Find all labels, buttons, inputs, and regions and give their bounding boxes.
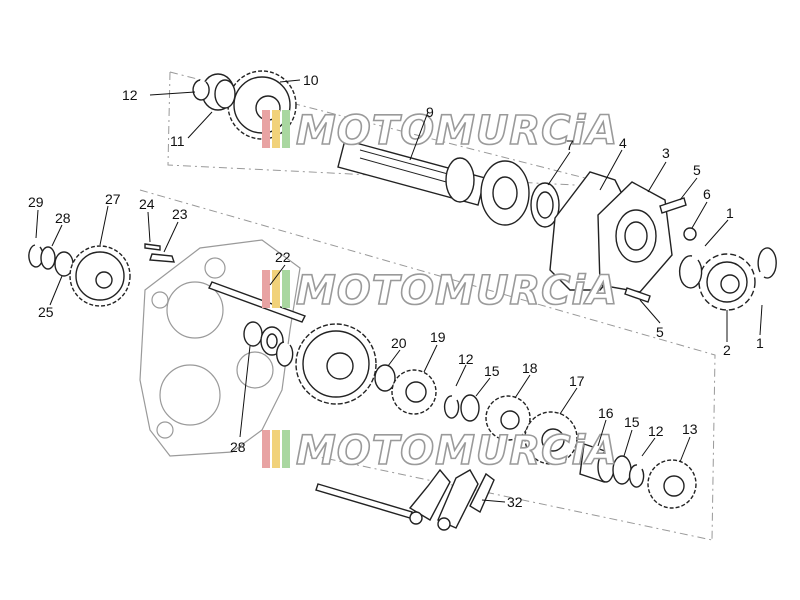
washer-15-mid [460,394,480,422]
bearing-11 [201,73,236,111]
washer-28-left [40,246,56,270]
callout-9: 9 [426,104,434,120]
callout-5-lower: 5 [656,324,664,340]
callout-11: 11 [170,133,185,149]
oil-seal-7 [530,182,560,228]
circlip-12-mid [443,395,460,419]
watermark-stripe-yellow [272,270,280,308]
pin-24 [144,243,161,251]
leader-lines [35,79,763,503]
watermark-mid: MOTOMURCiA [262,267,618,315]
watermark-top: MOTOMURCiA [262,107,618,155]
callout-2: 2 [723,342,731,358]
callout-4: 4 [619,135,627,151]
callout-5-upper: 5 [693,162,701,178]
callout-28-left: 28 [55,210,71,226]
callout-29: 29 [28,194,44,210]
gear-19 [391,369,437,415]
callout-7: 7 [566,137,574,153]
bushing-16 [579,443,615,483]
circlip-1-left [678,255,703,289]
callout-19: 19 [430,329,446,345]
circlip-mid [275,341,294,367]
callout-10: 10 [303,72,319,88]
watermark-stripe-red [262,110,270,148]
watermark-bottom: MOTOMURCiA [262,427,618,475]
watermark-text-mid: MOTOMURCiA [296,268,618,314]
needle-bearing-20 [374,364,396,392]
callout-15-mid: 15 [484,363,500,379]
callout-12-right: 12 [648,423,664,439]
watermark-stripe-green [282,430,290,468]
callout-18: 18 [522,360,538,376]
callout-12-mid: 12 [458,351,474,367]
gear-17 [524,411,578,465]
callout-32: 32 [507,494,523,510]
callout-28-lower: 28 [230,439,246,455]
callout-17: 17 [569,373,585,389]
gear-13 [647,459,697,509]
watermark-text-top: MOTOMURCiA [296,108,618,154]
callout-13: 13 [682,421,698,437]
callout-23: 23 [172,206,188,222]
washer-28-mid [243,321,263,347]
main-shaft [337,139,486,206]
cover-plate-3 [597,181,673,293]
watermark-stripe-yellow [272,430,280,468]
circlip-1-right [757,247,777,279]
watermark-stripe-green [282,110,290,148]
sprocket-2 [698,253,756,311]
callout-12-top: 12 [122,87,138,103]
ball-bearing [480,160,530,226]
shift-rod [315,483,413,519]
circlip-12-top [192,79,210,101]
shift-forks-32 [408,468,495,531]
callout-6: 6 [703,186,711,202]
bolt-5-upper [659,197,687,214]
watermark-text-bottom: MOTOMURCiA [296,428,618,474]
gear-18 [485,395,531,441]
gear-10 [227,70,297,140]
callout-1-upper: 1 [726,205,734,221]
watermark-stripe-green [282,270,290,308]
callout-25: 25 [38,304,54,320]
watermark-stripe-red [262,430,270,468]
callout-15-right: 15 [624,414,640,430]
callout-27: 27 [105,191,121,207]
callout-22: 22 [275,249,291,265]
watermark-stripe-yellow [272,110,280,148]
circlip-12-right [628,464,645,488]
clip-23 [149,253,175,263]
bolt-5-lower [624,287,651,303]
callout-1-lower: 1 [756,335,764,351]
callout-20: 20 [391,335,407,351]
watermark-stripe-red [262,270,270,308]
washer-6 [683,227,697,241]
callout-3: 3 [662,145,670,161]
callout-24: 24 [139,196,155,212]
callout-labels: 12 11 10 9 7 4 3 5 6 1 1 2 5 29 28 27 24… [28,72,764,510]
gear-27 [69,245,131,307]
layshaft-gear [295,323,377,405]
callout-16: 16 [598,405,614,421]
